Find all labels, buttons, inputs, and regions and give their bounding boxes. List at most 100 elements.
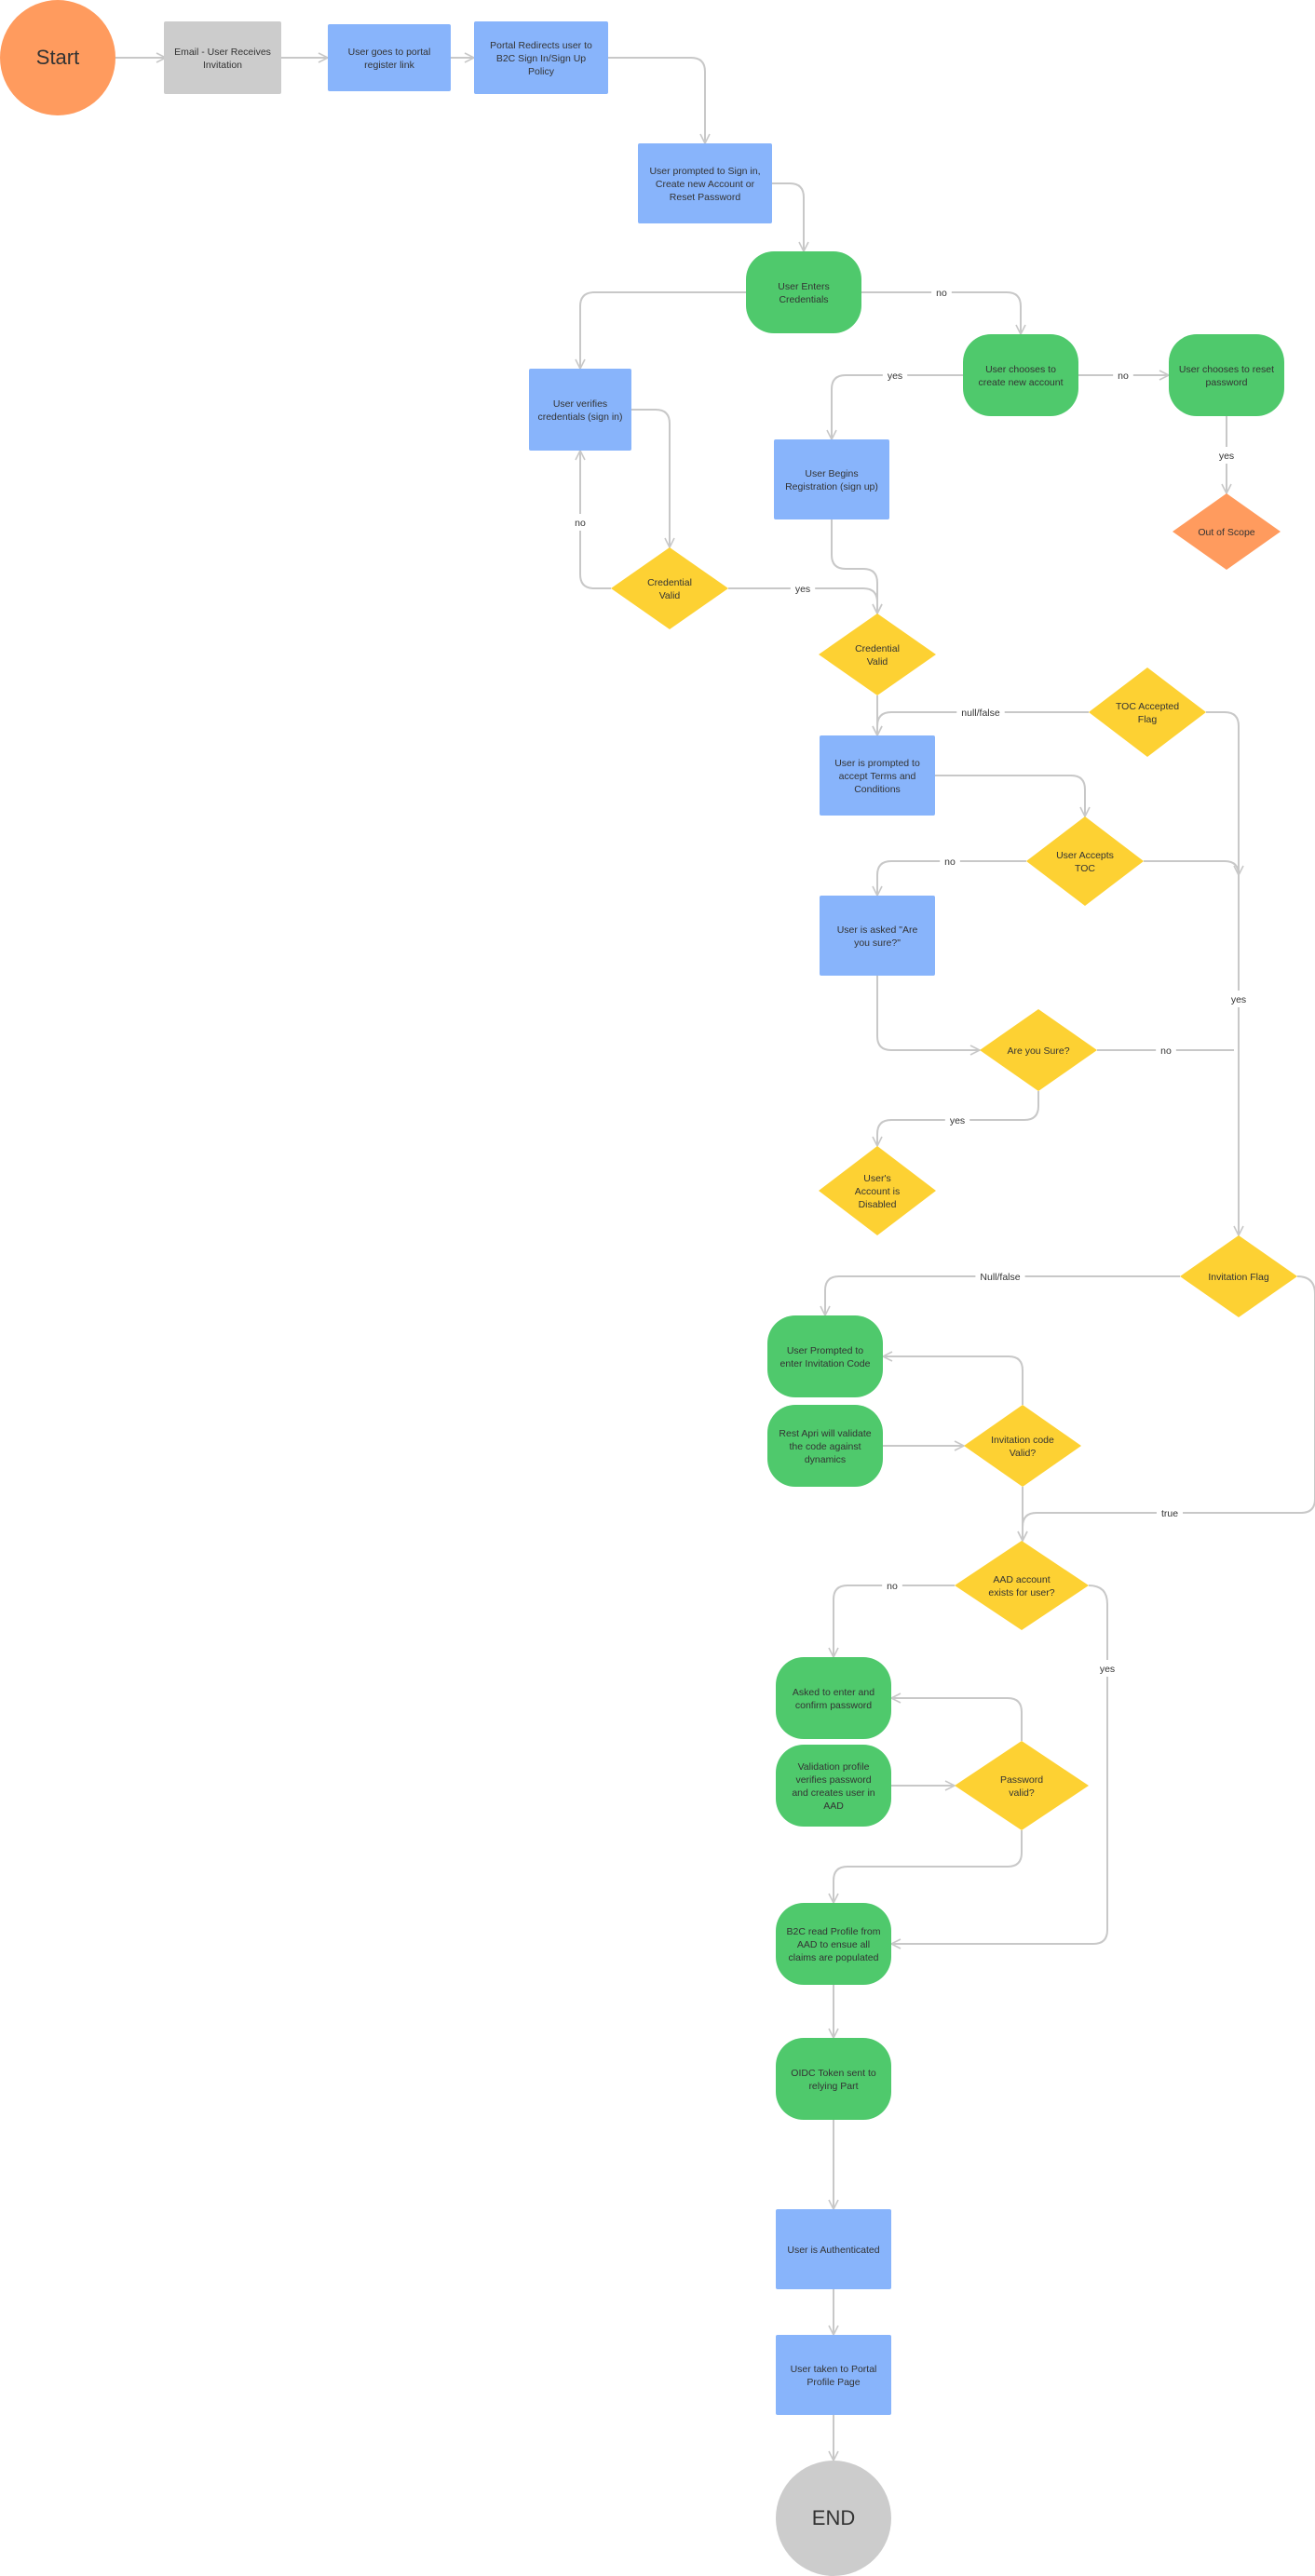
user-accepts-to-invitation-flag-connector — [1144, 860, 1239, 875]
invitation-code-valid-back-to-enter-code-connector — [883, 1356, 1024, 1405]
svg-text:yes: yes — [1100, 1664, 1115, 1675]
start-label: Start — [36, 46, 79, 69]
accept-terms-to-user-accepts-connector — [935, 775, 1085, 816]
end-label: END — [812, 2506, 855, 2529]
no-aad-edge-label: no — [882, 1577, 902, 1594]
out-of-scope-node: Out of Scope — [1173, 493, 1281, 570]
svg-text:Null/false: Null/false — [980, 1272, 1020, 1283]
no-sure-edge-label: no — [1156, 1042, 1176, 1059]
svg-text:yes: yes — [950, 1115, 965, 1126]
yes-register-edge-label: yes — [882, 367, 908, 384]
yes-sure-edge-label: yes — [944, 1112, 970, 1128]
aad-exists-yes-connector — [891, 1585, 1108, 1944]
authenticated-node: User is Authenticated — [776, 2209, 891, 2289]
svg-text:yes: yes — [1219, 451, 1234, 462]
yes-out-of-scope-edge-label: yes — [1213, 447, 1240, 464]
svg-text:no: no — [1118, 371, 1129, 382]
verifies-to-credential-valid-1-connector — [631, 409, 670, 547]
svg-text:no: no — [1160, 1045, 1172, 1057]
redirect-to-prompted-connector — [608, 57, 705, 143]
begins-registration-to-credential-valid-2-connector — [831, 519, 877, 614]
svg-text:null/false: null/false — [961, 708, 1000, 719]
prompted-node: User prompted to Sign in,Create new Acco… — [638, 143, 772, 223]
password-valid-back-to-enter-connector — [891, 1698, 1023, 1741]
credential-valid-1-no-loop-connector — [580, 451, 611, 589]
yes-aad-edge-label: yes — [1094, 1660, 1120, 1677]
user-accepts-to-are-you-sure-prompt-connector — [877, 860, 1026, 896]
no-toc-edge-label: no — [940, 853, 960, 870]
toc-flag-to-accept-terms-connector — [877, 711, 1089, 735]
prompted-to-enters-creds-connector — [772, 182, 804, 251]
svg-text:yes: yes — [888, 371, 902, 382]
yes-toc-to-invitation-edge-label: yes — [1226, 991, 1252, 1007]
aad-exists-no-connector — [834, 1585, 955, 1657]
connector-lines — [115, 58, 1315, 2461]
svg-text:no: no — [944, 856, 956, 868]
invitation-flag-true-connector — [1023, 1275, 1315, 1541]
out-of-scope-label: Out of Scope — [1198, 527, 1254, 538]
connector-labels: nonoyesyesnoyesnull/falsenoyesnoyesNull/… — [570, 284, 1252, 1677]
are-you-sure-label: Are you Sure? — [1007, 1045, 1069, 1057]
null-false-toc-edge-label: null/false — [956, 704, 1005, 721]
true-invitation-edge-label: true — [1156, 1504, 1184, 1521]
no-reverify-edge-label: no — [570, 514, 590, 531]
are-you-sure-node: Are you Sure? — [980, 1009, 1097, 1091]
are-you-sure-prompt-to-decision-connector — [876, 976, 980, 1050]
password-valid-to-read-profile-connector — [834, 1830, 1023, 1903]
invitation-flag-node: Invitation Flag — [1180, 1235, 1297, 1317]
svg-text:no: no — [575, 518, 586, 529]
no-reset-edge-label: no — [1113, 367, 1133, 384]
prompted-label: User prompted to Sign in,Create new Acco… — [649, 166, 760, 203]
enters-creds-to-verifies-connector — [580, 291, 746, 369]
enters-creds-to-create-connector — [861, 291, 1021, 334]
svg-text:yes: yes — [1231, 994, 1246, 1005]
create-to-begins-registration-connector — [832, 374, 963, 439]
